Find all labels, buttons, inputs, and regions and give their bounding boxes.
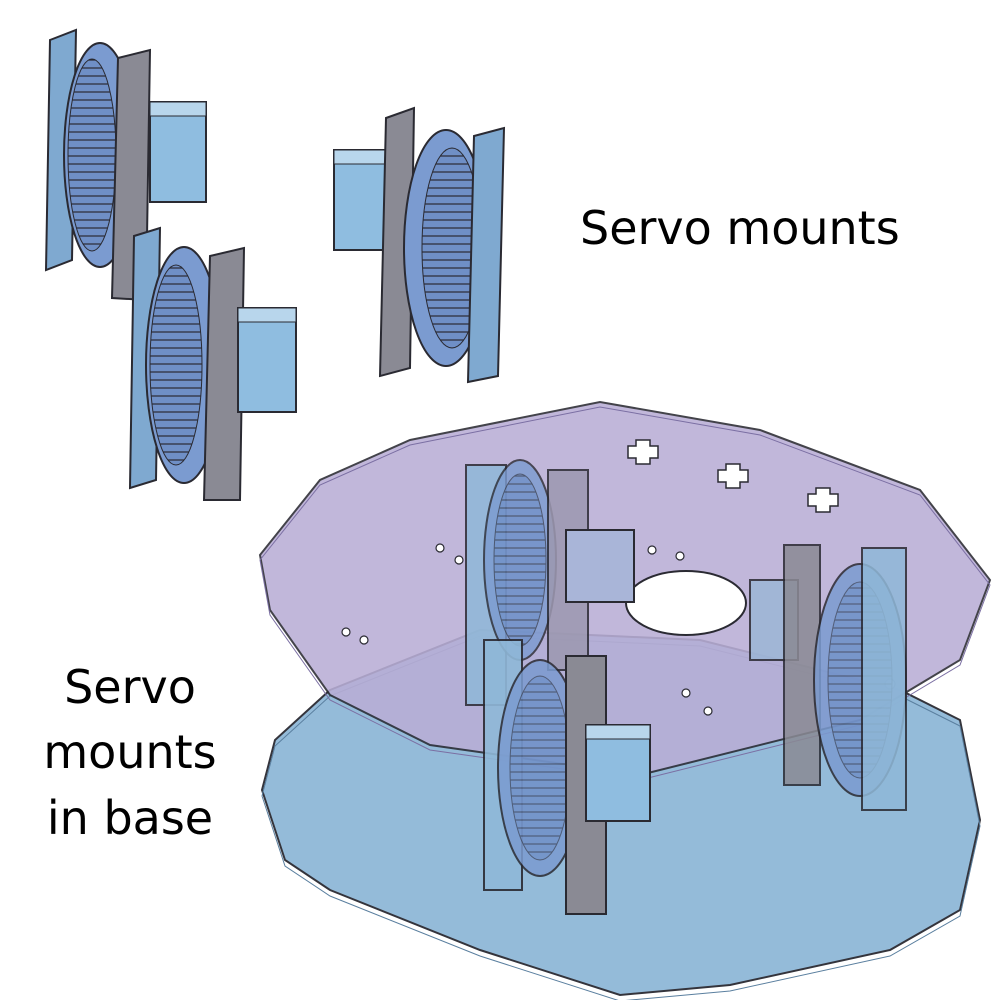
- label-line: Servo: [64, 660, 196, 714]
- center-hole: [625, 570, 747, 636]
- servo-mounts-in-base-label: Servo mounts in base: [40, 655, 220, 851]
- servo-motor: [237, 307, 297, 413]
- servo-mounts-label: Servo mounts: [580, 201, 900, 255]
- base-servo-mount-3: [749, 544, 907, 811]
- base-servo-mount-2: [483, 639, 651, 915]
- servo-mount-assembly-2: [128, 226, 297, 501]
- cross-slot: [627, 439, 839, 513]
- servo-motor: [565, 529, 635, 603]
- servo-mount-assembly-1: [44, 28, 207, 302]
- servo-motor: [149, 101, 207, 203]
- servo-motor: [585, 724, 651, 822]
- label-line: mounts: [43, 725, 217, 780]
- base-servo-mount-1: [465, 459, 635, 706]
- servo-mount-assembly-3: [333, 106, 506, 384]
- label-line: in base: [46, 790, 214, 845]
